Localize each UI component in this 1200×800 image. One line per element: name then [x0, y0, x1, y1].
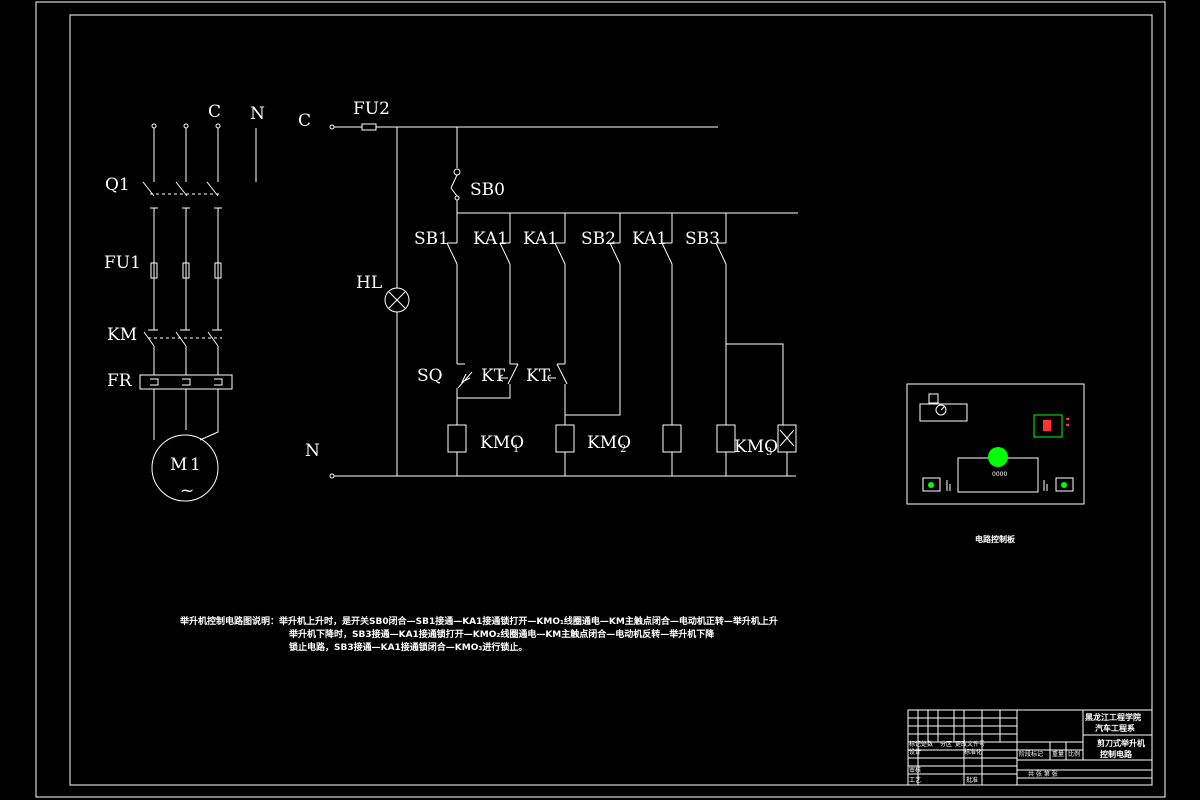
q1-switch: [142, 181, 222, 209]
sb0-label: SB0: [470, 180, 505, 200]
red-marker-icon-2: [1066, 424, 1069, 426]
kt-label-1: KT: [481, 366, 506, 386]
right-button-icon[interactable]: [1061, 482, 1067, 488]
left-switch-icon: [946, 480, 951, 491]
motor-m-label: M: [170, 455, 187, 475]
red-indicator-icon: [1043, 420, 1051, 431]
phase-wires: [153, 128, 219, 441]
sq-label: SQ: [417, 366, 443, 386]
green-lamp-icon: [988, 447, 1008, 467]
tb-drawing-name: 控制电路: [1100, 749, 1133, 759]
kmo2-subscript: 2: [620, 444, 626, 455]
tb-weight: 重量: [1052, 750, 1064, 758]
tb-sheets: 共 张 第 张: [1028, 770, 1058, 778]
line-n-label: N: [305, 441, 320, 461]
fr-label: FR: [107, 371, 133, 391]
coils: [447, 343, 797, 476]
dial-icon: [919, 393, 968, 422]
motor-m1: [151, 434, 219, 502]
tb-review: 审核: [909, 766, 921, 774]
tb-dept: 汽车工程系: [1095, 723, 1135, 733]
display-text: 0000: [992, 471, 1007, 478]
power-circuit: C N Q1 FU1 KM FR: [104, 102, 265, 502]
indicator-frame: [1033, 414, 1063, 438]
kmo1-coil: [447, 424, 467, 453]
tb-file-no: 更改文件号: [955, 740, 985, 748]
neutral-n-label: N: [250, 104, 265, 124]
fu2-label: FU2: [353, 99, 390, 119]
ka1-label-2: KA1: [523, 229, 558, 249]
kmo3-label: KMO: [734, 437, 778, 457]
tb-product: 剪刀式举升机: [1097, 738, 1145, 748]
title-block: [907, 709, 1153, 786]
kmo2-coil: [555, 424, 575, 453]
hl-label: HL: [356, 273, 382, 293]
motor-ac-symbol: ~: [180, 481, 194, 501]
right-button-frame: [1055, 477, 1074, 492]
kmo3-coil: [716, 424, 736, 453]
line-c-label: C: [298, 111, 311, 131]
sb1-label: SB1: [414, 229, 449, 249]
tb-process: 工艺: [909, 776, 921, 784]
tb-stage-mark: 阶段标记: [1019, 750, 1043, 758]
right-switch-icon: [1043, 480, 1048, 491]
tb-marks: 标记处数: [909, 740, 933, 748]
kmo2-label: KMO: [587, 433, 631, 453]
ka1-label-1: KA1: [473, 229, 508, 249]
kmo1-label: KMO: [480, 433, 524, 453]
terminal-l1: [151, 123, 157, 129]
tb-approve: 批准: [966, 776, 978, 784]
description-notes: 举升机控制电路图说明：举升机上升时，是开关SB0闭合—SB1接通—KA1接通锁打…: [179, 615, 778, 653]
panel-outline: [906, 383, 1085, 505]
branch-contacts: [446, 213, 727, 425]
inner-frame: [69, 14, 1153, 786]
motor-number-label: 1: [190, 455, 201, 475]
tb-standard: 标准化: [964, 748, 982, 756]
terminal-n: [329, 473, 335, 479]
sb2-label: SB2: [581, 229, 616, 249]
km-label: KM: [107, 325, 137, 345]
tb-zone: 分区: [940, 740, 952, 748]
fu1-label: FU1: [104, 253, 141, 273]
panel-caption: 电路控制板: [975, 534, 1016, 544]
phase-c-label: C: [208, 102, 221, 122]
kmo1-subscript: 1: [513, 444, 519, 455]
fr-thermal-relay: [139, 374, 233, 390]
tb-school: 黑龙江工程学院: [1085, 712, 1141, 722]
note-line-3: 锁止电路，SB3接通—KA1接通锁闭合—KMO₃进行锁止。: [289, 641, 527, 653]
hl-lamp: [384, 287, 410, 313]
control-circuit: C FU2 HL N SB0 SB1 KA1 KA1: [298, 99, 798, 479]
sb3-label: SB3: [685, 229, 720, 249]
left-button-icon[interactable]: [928, 482, 934, 488]
red-marker-icon: [1066, 418, 1069, 420]
tb-scale: 比例: [1068, 750, 1080, 758]
tb-design: 设计: [909, 748, 921, 756]
km-main-contacts: [143, 329, 222, 347]
coil-4: [662, 424, 682, 453]
left-button-frame: [922, 477, 941, 492]
terminal-c: [329, 124, 335, 130]
control-panel: 0000: [906, 383, 1085, 505]
fu2-fuse: [361, 123, 377, 131]
terminal-l2: [183, 123, 189, 129]
note-line-2: 举升机下降时，SB3接通—KA1接通锁打开—KMO₂线圈通电—KM主触点闭合—电…: [288, 628, 715, 640]
terminal-l3: [215, 123, 221, 129]
ka1-label-3: KA1: [632, 229, 667, 249]
kt-label-2: KT: [526, 366, 551, 386]
note-line-1: 举升机控制电路图说明：举升机上升时，是开关SB0闭合—SB1接通—KA1接通锁打…: [179, 615, 778, 627]
sq-and-kt-contacts: [456, 363, 568, 425]
sb0-switch: [450, 127, 461, 213]
q1-label: Q1: [105, 175, 130, 195]
fu1-fuses: [150, 262, 222, 279]
kmo3-subscript: 3: [766, 447, 772, 458]
outer-border: [35, 1, 1166, 798]
